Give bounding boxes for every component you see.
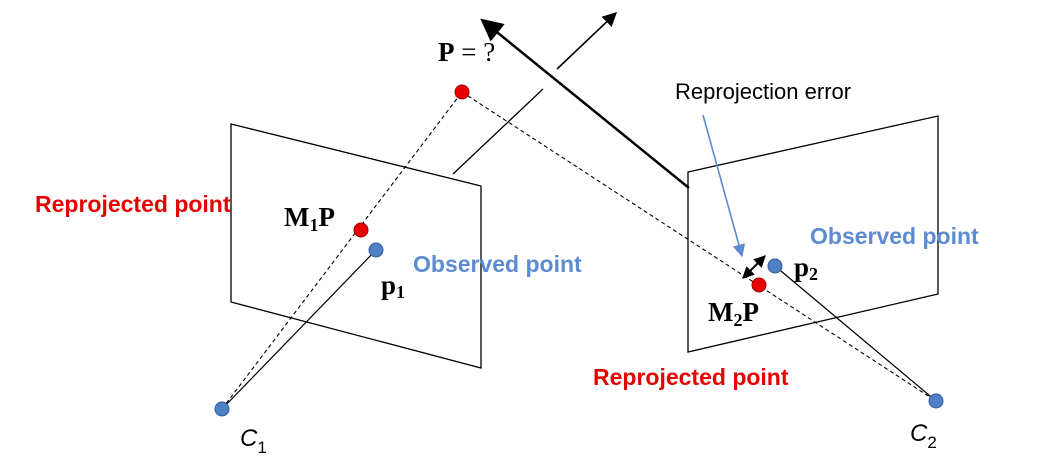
right-observed-dot [767, 258, 783, 274]
left-reprojected-label: Reprojected point [35, 191, 231, 217]
camera-c2-label: C2 [910, 420, 937, 452]
reprojection-error-pointer [702, 114, 746, 258]
camera-c2-dot [928, 393, 944, 409]
right-reprojection-ray [461, 91, 937, 402]
left-observed-dot [368, 242, 384, 258]
world-point-dot [454, 84, 470, 100]
left-reprojection-ray [221, 91, 463, 410]
right-observed-label: Observed point [810, 223, 979, 249]
right-reprojected-dot [751, 277, 767, 293]
camera-c1-label: C1 [240, 425, 267, 457]
right-observation-ray [774, 265, 937, 402]
left-observation-ray [221, 249, 377, 410]
right-observed-point-label: p2 [794, 252, 818, 284]
left-projection-label: M1P [284, 202, 335, 235]
right-projection-label: M2P [708, 297, 759, 330]
right-camera-axis-arrow [480, 18, 690, 189]
right-reprojected-label: Reprojected point [593, 364, 789, 390]
camera-c1-dot [214, 401, 230, 417]
reprojection-error-arrow [742, 255, 766, 279]
left-observed-point-label: p1 [381, 270, 405, 302]
left-reprojected-dot [353, 222, 369, 238]
left-observed-label: Observed point [413, 251, 582, 277]
left-camera-axis [452, 88, 544, 175]
left-axis-arrow [556, 12, 618, 70]
right-image-plane [687, 115, 939, 353]
world-point-label: P = ? [438, 37, 495, 67]
left-image-plane [230, 123, 482, 369]
reprojection-error-label: Reprojection error [675, 79, 851, 104]
